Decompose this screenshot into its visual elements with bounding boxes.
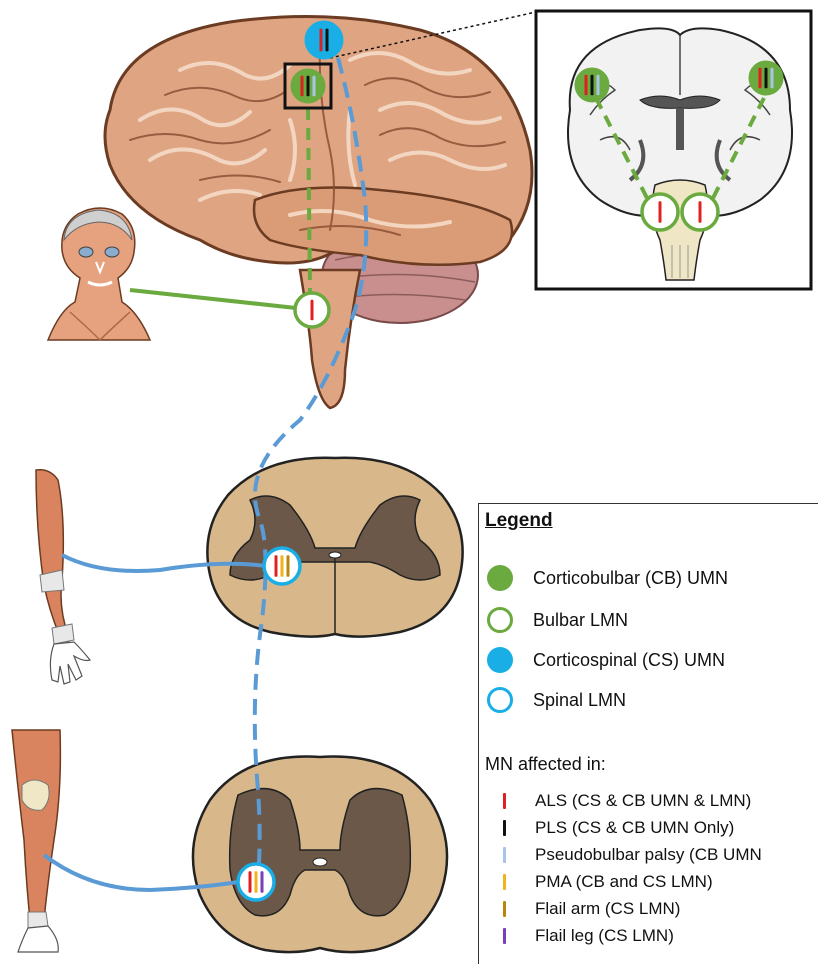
legend-title: Legend bbox=[485, 510, 553, 532]
marker-als bbox=[699, 201, 702, 223]
face-muscle-illustration bbox=[48, 208, 150, 340]
node-cb-umn-brain bbox=[291, 69, 325, 103]
marker-pls bbox=[307, 76, 310, 96]
legend: Legend Corticobulbar (CB) UMN Bulbar LMN… bbox=[478, 503, 818, 964]
yellow-bar-icon bbox=[503, 874, 506, 890]
node-coronal-bulbar-lmn-right bbox=[682, 194, 718, 230]
node-circle bbox=[305, 21, 343, 59]
node-coronal-cb-umn-left bbox=[575, 68, 609, 102]
marker-pseudobulbar bbox=[771, 68, 774, 88]
marker-pseudobulbar bbox=[313, 76, 316, 96]
node-cs-umn-brain bbox=[305, 21, 343, 59]
marker-flail_leg bbox=[261, 871, 264, 893]
marker-pseudobulbar bbox=[597, 75, 600, 95]
marker-pma bbox=[281, 555, 284, 577]
marker-pls bbox=[591, 75, 594, 95]
marker-als bbox=[311, 300, 314, 320]
node-spinal-lmn-lumbar bbox=[238, 864, 274, 900]
gold-bar-icon bbox=[503, 901, 506, 917]
node-coronal-bulbar-lmn-left bbox=[642, 194, 678, 230]
marker-pma bbox=[255, 871, 258, 893]
arm-muscle-illustration bbox=[36, 470, 90, 684]
marker-als bbox=[585, 75, 588, 95]
red-bar-icon bbox=[503, 793, 506, 809]
mn-affected-title: MN affected in: bbox=[485, 754, 606, 775]
marker-als bbox=[249, 871, 252, 893]
black-bar-icon bbox=[503, 820, 506, 836]
light-blue-bar-icon bbox=[503, 847, 506, 863]
node-bulbar-lmn-brainstem bbox=[295, 293, 329, 327]
filled-green-circle-icon bbox=[487, 565, 513, 591]
marker-pls bbox=[326, 29, 329, 52]
lumbar-cord-section bbox=[193, 757, 447, 953]
marker-pls bbox=[765, 68, 768, 88]
marker-als bbox=[659, 201, 662, 223]
filled-blue-circle-icon bbox=[487, 647, 513, 673]
hollow-green-circle-icon bbox=[487, 607, 513, 633]
node-coronal-cb-umn-right bbox=[749, 61, 783, 95]
cervical-cord-section bbox=[207, 458, 462, 637]
marker-als bbox=[320, 29, 323, 52]
coronal-section-inset bbox=[536, 11, 811, 289]
hollow-blue-circle-icon bbox=[487, 687, 513, 713]
purple-bar-icon bbox=[503, 928, 506, 944]
marker-als bbox=[301, 76, 304, 96]
leg-muscle-illustration bbox=[12, 730, 60, 952]
marker-als bbox=[759, 68, 762, 88]
marker-flail_arm bbox=[287, 555, 290, 577]
marker-als bbox=[275, 555, 278, 577]
node-spinal-lmn-cervical bbox=[264, 548, 300, 584]
